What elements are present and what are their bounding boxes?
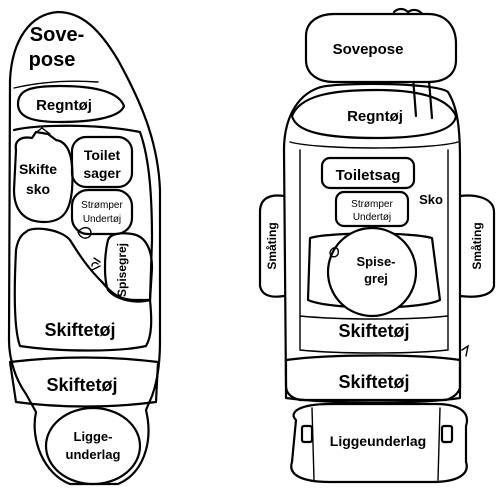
right-skiftetoy-inner-band [299, 315, 449, 320]
left-skiftesko-label-2: sko [26, 181, 50, 197]
right-smaating-right-label: Småting [470, 222, 484, 269]
right-skiftetoy-outer-label: Skiftetøj [338, 372, 409, 392]
right-zipper-tab [461, 344, 470, 357]
left-liggeunderlag-label-2: underlag [66, 447, 121, 462]
right-roll-strap-line-right [437, 407, 441, 481]
right-roll-strap-left [300, 424, 314, 444]
left-toiletsager-label-1: Toilet [84, 147, 121, 163]
right-liggeunderlag-roll [290, 402, 469, 484]
right-side-pocket-right [458, 194, 496, 298]
left-toiletsager-label-2: sager [83, 165, 121, 181]
right-toiletsag-label: Toiletsag [336, 167, 401, 184]
right-skiftetoy-outer [284, 354, 462, 404]
left-spisegrej-knot [91, 257, 101, 271]
left-liggeunderlag-label-1: Ligge- [74, 429, 113, 444]
left-skiftesko-label-1: Skifte [19, 161, 57, 177]
left-skiftetoy-upper-label: Skiftetøj [44, 320, 115, 340]
left-strompere-bag [70, 188, 134, 236]
left-clothes-knot [77, 226, 92, 239]
left-main-compartment [12, 124, 154, 302]
left-backpack [7, 10, 162, 486]
right-smaating-left-label: Småting [265, 222, 279, 269]
left-skiftetoy-lower-label: Skiftetøj [46, 375, 117, 395]
left-pack-outline [7, 10, 162, 486]
right-regntoy-label: Regntøj [347, 108, 403, 125]
right-regntoy-lid [290, 88, 458, 140]
right-liggeunderlag-label: Liggeunderlag [330, 433, 426, 449]
left-skiftetoy-upper [13, 227, 153, 352]
left-skiftesko-knot [33, 127, 51, 135]
right-sovepose-roll [304, 12, 458, 84]
left-strompere-label: Strømper [81, 200, 123, 211]
right-spisegrej-label-2: grej [364, 271, 388, 286]
left-skiftetoy-lower [8, 356, 160, 408]
right-backpack [258, 7, 496, 484]
left-sovepose-label-2: pose [29, 49, 76, 71]
left-skiftesko-bag [12, 130, 74, 224]
right-skiftetoy-inner-label: Skiftetøj [338, 321, 409, 341]
left-sovepose-divider [13, 80, 99, 89]
left-regntoy-label: Regntøj [36, 97, 92, 114]
left-liggeunderlag-roll [44, 406, 142, 486]
right-inner-compartment [299, 149, 449, 354]
right-roll-strap-line-left [311, 407, 315, 481]
left-sovepose-label-1: Sove- [30, 24, 84, 46]
left-regntoy-compartment [16, 84, 126, 124]
right-undertoy-label: Undertøj [353, 212, 391, 223]
right-spisegrej-label-1: Spise- [356, 254, 395, 269]
left-toiletsager-bag [70, 135, 134, 189]
left-undertoy-label: Undertøj [83, 214, 121, 225]
right-strompere-label: Strømper [351, 199, 393, 210]
right-spisegrej-bag [306, 232, 442, 309]
left-spisegrej-bag [103, 232, 154, 303]
right-spisegrej-pot [326, 226, 418, 318]
right-spisegrej-knot [329, 247, 340, 258]
right-strompere-bag [334, 190, 410, 228]
right-roll-strap-right [440, 424, 454, 444]
right-toiletsag-bag [320, 156, 416, 190]
left-spisegrej-label: Spisegrej [115, 243, 129, 297]
right-pack-body [282, 82, 462, 402]
right-side-pocket-left [258, 194, 286, 298]
right-sko-label: Sko [419, 192, 443, 207]
right-sovepose-label: Sovepose [333, 41, 404, 58]
right-lid-rim [289, 141, 459, 149]
